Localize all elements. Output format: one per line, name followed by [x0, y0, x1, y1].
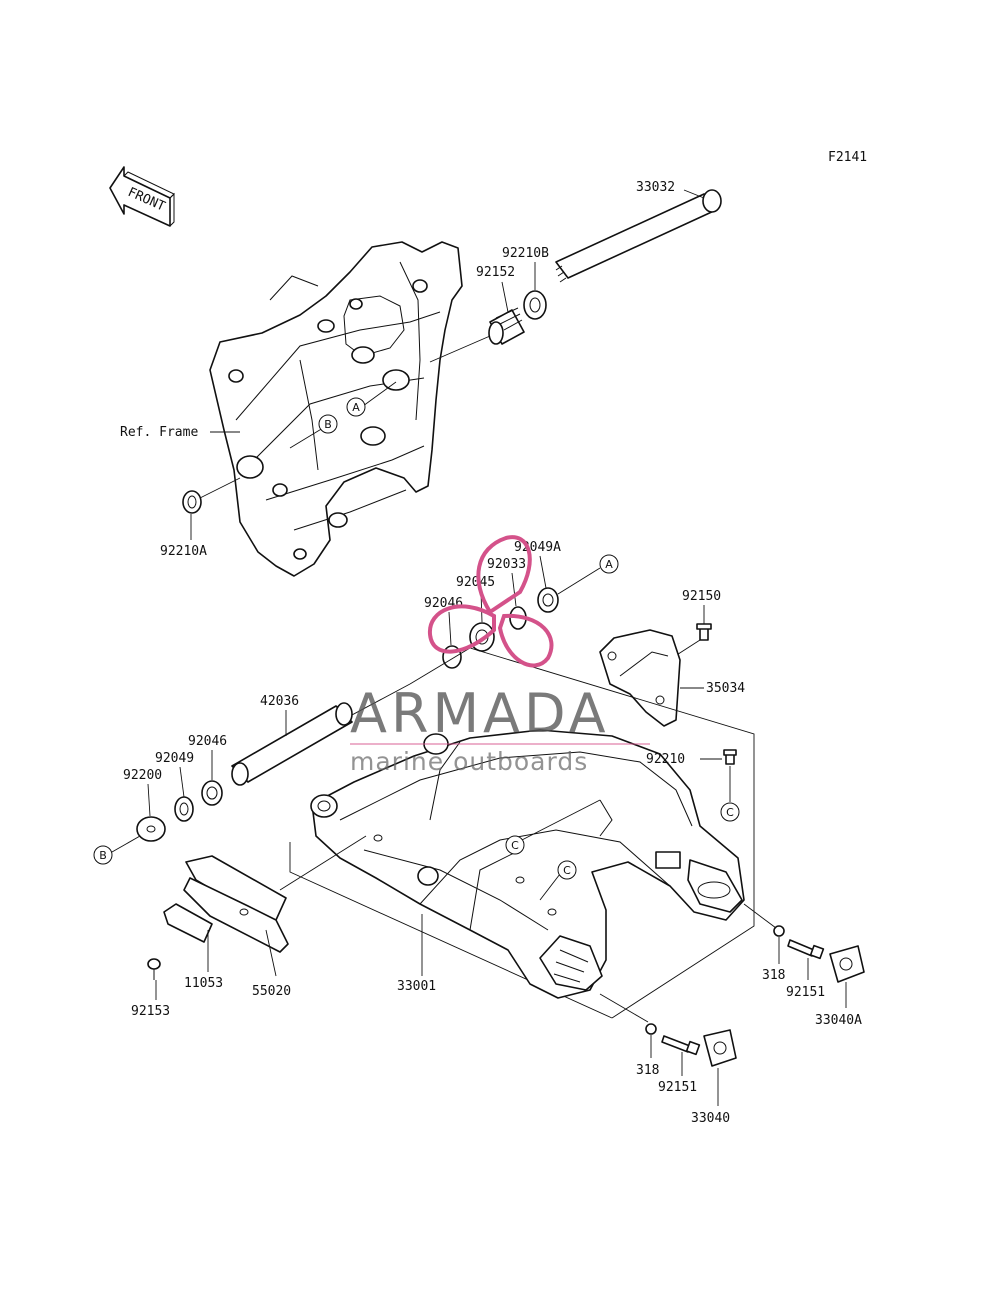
callout-c-swingarm-upper: C — [505, 835, 525, 855]
ref-frame-label: Ref. Frame — [120, 425, 198, 440]
bolt-92153 — [147, 958, 161, 980]
svg-text:C: C — [511, 839, 519, 852]
part-label-92045: 92045 — [456, 575, 495, 590]
adjuster-33040A — [829, 945, 865, 983]
part-label-92153: 92153 — [131, 1004, 170, 1019]
chain-slider-55020 — [183, 855, 289, 953]
part-label-33001: 33001 — [397, 979, 436, 994]
part-label-92151-bottom: 92151 — [658, 1080, 697, 1095]
part-label-92049: 92049 — [155, 751, 194, 766]
sleeve-42036 — [231, 702, 353, 786]
bolt-92151-right — [787, 939, 825, 960]
callout-c-swingarm-lower: C — [557, 860, 577, 880]
part-label-92200: 92200 — [123, 768, 162, 783]
svg-text:A: A — [352, 401, 360, 414]
part-label-92049A: 92049A — [514, 540, 561, 555]
pivot-nut-92210B — [523, 290, 547, 320]
part-label-318-right: 318 — [762, 968, 785, 983]
part-label-92210B: 92210B — [502, 246, 549, 261]
svg-text:A: A — [605, 558, 613, 571]
callout-a-bearing: A — [599, 554, 619, 574]
watermark-brand: ARMADA — [350, 682, 610, 745]
part-label-33040: 33040 — [691, 1111, 730, 1126]
pivot-nut-92210A — [182, 490, 202, 514]
part-label-11053: 11053 — [184, 976, 223, 991]
part-label-55020: 55020 — [252, 984, 291, 999]
part-label-92046-left: 92046 — [188, 734, 227, 749]
callout-c-plug: C — [720, 802, 740, 822]
part-label-318-bottom: 318 — [636, 1063, 659, 1078]
watermark-tagline: marine outboards — [350, 747, 588, 776]
armada-watermark-logo: ARMADA marine outboards — [350, 535, 650, 776]
part-label-92152: 92152 — [476, 265, 515, 280]
adjuster-33040 — [703, 1029, 737, 1067]
svg-text:C: C — [726, 806, 734, 819]
part-label-92150: 92150 — [682, 589, 721, 604]
part-label-92151-right: 92151 — [786, 985, 825, 1000]
guard-35034 — [599, 629, 681, 727]
part-label-92210: 92210 — [646, 752, 685, 767]
part-label-35034: 35034 — [706, 681, 745, 696]
svg-text:B: B — [99, 849, 107, 862]
callout-b-left: B — [93, 845, 113, 865]
plug-92210 — [723, 749, 737, 765]
collar-92152 — [488, 307, 525, 345]
callout-a-frame: A — [346, 397, 366, 417]
nut-318-bottom — [645, 1023, 657, 1035]
bolt-92151-bottom — [661, 1035, 701, 1056]
part-label-92210A: 92210A — [160, 544, 207, 559]
frame-drawing — [209, 241, 463, 577]
pivot-shaft-33032 — [555, 189, 722, 283]
bearing-stack-left — [136, 780, 223, 842]
part-label-33032: 33032 — [636, 180, 675, 195]
nut-318-right — [773, 925, 785, 937]
callout-b-frame: B — [318, 414, 338, 434]
part-label-33040A: 33040A — [815, 1013, 862, 1028]
svg-text:C: C — [563, 864, 571, 877]
part-label-92033: 92033 — [487, 557, 526, 572]
screw-92150 — [696, 623, 712, 641]
swingarm-box-outline — [409, 647, 755, 1019]
svg-text:B: B — [324, 418, 332, 431]
part-label-42036: 42036 — [260, 694, 299, 709]
propeller-logo-icon — [427, 535, 554, 668]
front-arrow-icon: FRONT — [109, 166, 175, 227]
figure-code: F2141 — [828, 150, 867, 165]
